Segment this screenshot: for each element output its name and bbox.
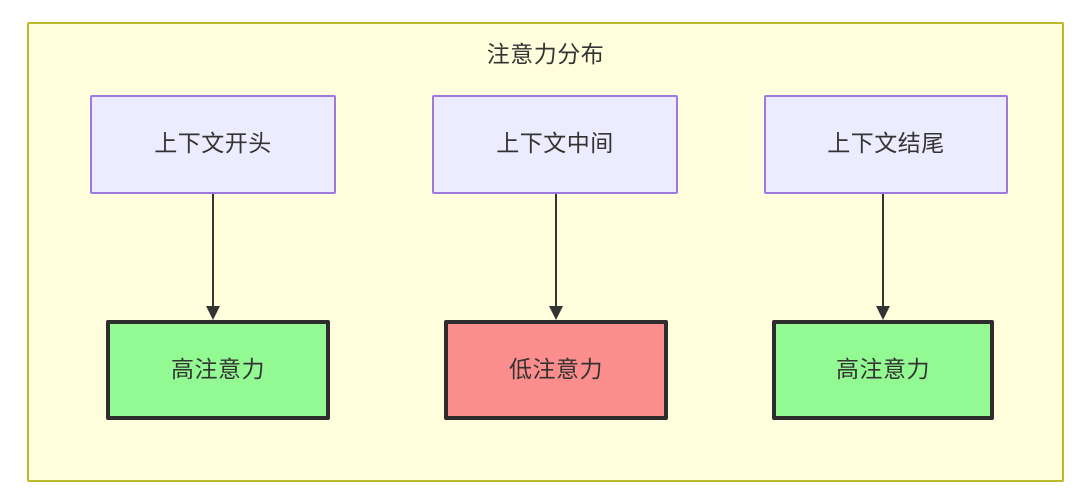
node-context-end[interactable]: 上下文结尾 xyxy=(764,95,1008,194)
edge-line xyxy=(212,194,214,307)
node-context-end-label: 上下文结尾 xyxy=(827,131,945,157)
node-high-attention-start[interactable]: 高注意力 xyxy=(106,320,330,420)
node-context-start[interactable]: 上下文开头 xyxy=(90,95,336,194)
node-high-attention-end-label: 高注意力 xyxy=(836,356,930,383)
node-low-attention-middle[interactable]: 低注意力 xyxy=(444,320,668,420)
edge-context-end-to-high-attention xyxy=(875,194,891,320)
attention-distribution-subgraph: 注意力分布 上下文开头 高注意力 上下文中间 低注意力 上下文结尾 xyxy=(27,22,1064,482)
subgraph-title: 注意力分布 xyxy=(486,42,605,68)
node-low-attention-middle-label: 低注意力 xyxy=(509,356,603,383)
edge-context-start-to-high-attention xyxy=(205,194,221,320)
node-high-attention-start-label: 高注意力 xyxy=(171,356,265,383)
edge-context-middle-to-low-attention xyxy=(548,194,564,320)
arrow-head-icon xyxy=(206,306,220,320)
node-context-start-label: 上下文开头 xyxy=(154,131,272,157)
node-high-attention-end[interactable]: 高注意力 xyxy=(772,320,994,420)
node-context-middle[interactable]: 上下文中间 xyxy=(432,95,678,194)
arrow-head-icon xyxy=(876,306,890,320)
node-context-middle-label: 上下文中间 xyxy=(496,131,614,157)
arrow-head-icon xyxy=(549,306,563,320)
edge-line xyxy=(882,194,884,307)
edge-line xyxy=(555,194,557,307)
